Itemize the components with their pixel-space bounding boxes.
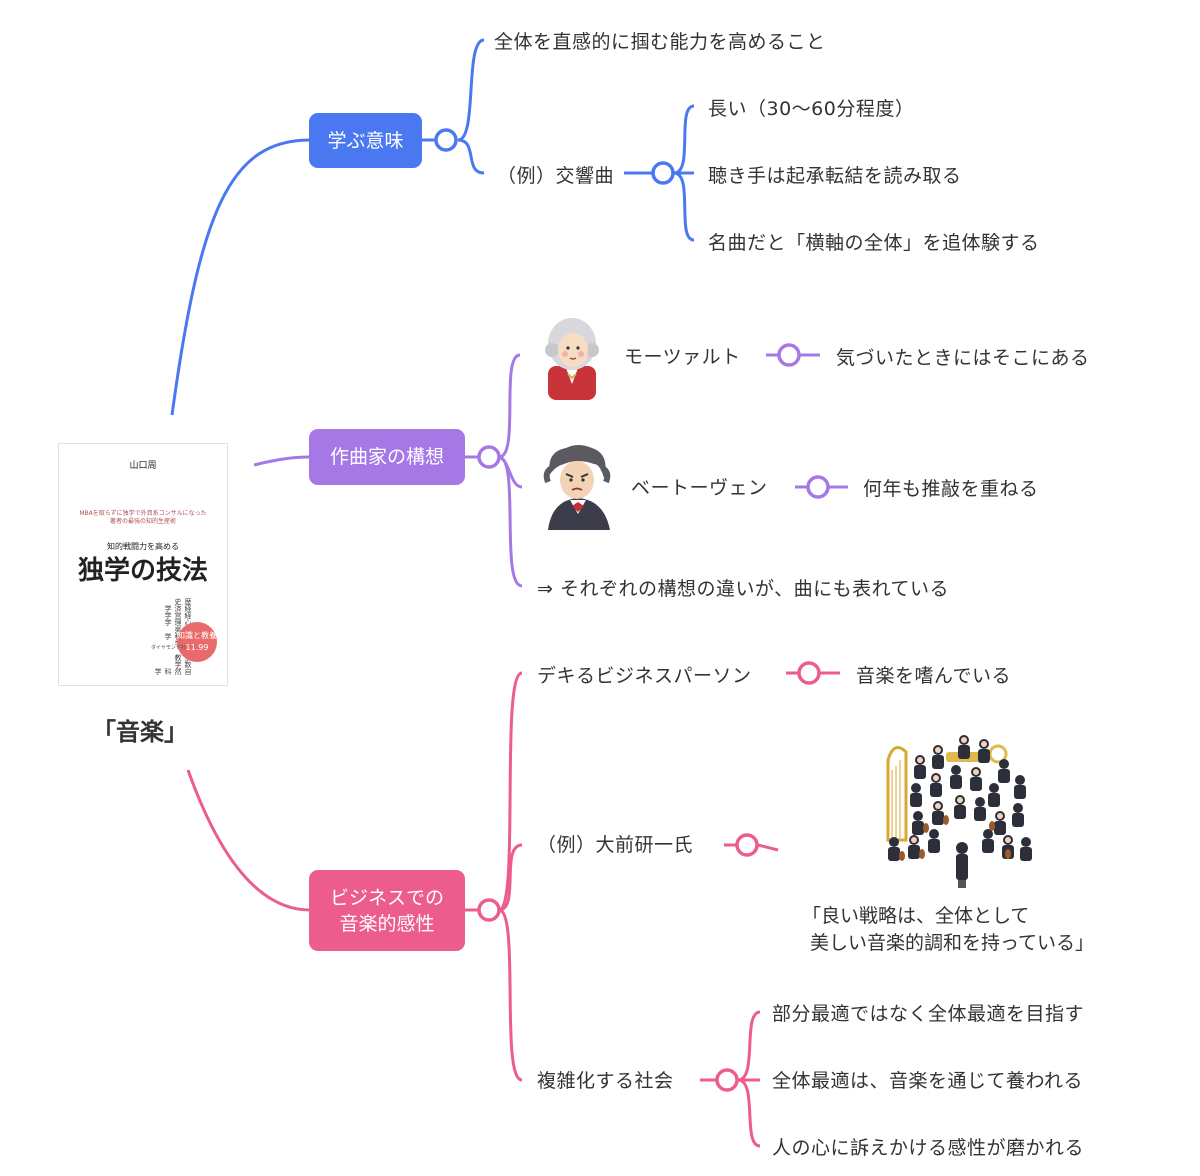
book-subjects: 歴史 経済学 経営学 心理学 音楽 脳科学 文学 詩 宗教 数学 自然科学 xyxy=(154,598,192,675)
beethoven-node[interactable] xyxy=(806,475,830,499)
mozart-node[interactable] xyxy=(777,343,801,367)
learn-node[interactable] xyxy=(434,128,458,152)
book-author: 山口周 xyxy=(129,461,157,471)
learn-connectors xyxy=(170,38,695,416)
mozart-note[interactable]: 気づいたときにはそこにある xyxy=(836,347,1090,369)
book-cover: 山口周 MBAを取らずに独学で外資系コンサルになった著者の最強の知的生産術 知的… xyxy=(58,443,228,686)
orchestra-illustration xyxy=(886,735,1032,888)
complex-sub-3[interactable]: 人の心に訴えかける感性が磨かれる xyxy=(772,1137,1085,1159)
mozart-name[interactable]: モーツァルト xyxy=(624,346,741,368)
grasp-text[interactable]: 全体を直感的に掴む能力を高めること xyxy=(494,31,826,53)
complex-society[interactable]: 複雑化する社会 xyxy=(537,1070,674,1092)
ohmae-example[interactable]: （例）大前研一氏 xyxy=(537,834,694,856)
ohmae-quote-line2[interactable]: 美しい音楽的調和を持っている」 xyxy=(810,932,1095,954)
mozart-illustration xyxy=(545,318,599,400)
symphony-long[interactable]: 長い（30〜60分程度） xyxy=(708,98,915,120)
capable-note[interactable]: 音楽を嗜んでいる xyxy=(856,665,1012,687)
ohmae-node[interactable] xyxy=(735,833,759,857)
business-topic-line2: 音楽的感性 xyxy=(339,912,435,935)
beethoven-note[interactable]: 何年も推敲を重ねる xyxy=(863,478,1039,500)
ohmae-quote-line1[interactable]: 「良い戦略は、全体として xyxy=(802,905,1030,927)
business-topic[interactable]: ビジネスでの 音楽的感性 xyxy=(309,870,465,951)
book-tagline: MBAを取らずに独学で外資系コンサルになった著者の最強の知的生産術 xyxy=(79,510,207,525)
beethoven-illustration xyxy=(543,445,611,530)
composer-conclusion[interactable]: ⇒ それぞれの構想の違いが、曲にも表れている xyxy=(537,578,950,600)
book-publisher: ダイヤモンド社 xyxy=(151,645,186,651)
composer-topic[interactable]: 作曲家の構想 xyxy=(309,429,465,485)
business-connectors xyxy=(186,671,840,1148)
business-topic-line1: ビジネスでの xyxy=(329,886,444,909)
book-subtitle: 知的戦闘力を高める xyxy=(107,542,179,551)
beethoven-name[interactable]: ベートーヴェン xyxy=(631,477,768,499)
complex-sub-2[interactable]: 全体最適は、音楽を通じて養われる xyxy=(772,1070,1084,1092)
composer-connectors xyxy=(253,353,848,588)
book-title: 独学の技法 xyxy=(77,556,208,586)
complex-node[interactable] xyxy=(715,1068,739,1092)
book-badge: 知識と教養 11.99 xyxy=(177,622,217,662)
symphony-masterpiece[interactable]: 名曲だと「横軸の全体」を追体験する xyxy=(708,232,1040,254)
symphony-listener[interactable]: 聴き手は起承転結を読み取る xyxy=(708,165,962,187)
complex-sub-1[interactable]: 部分最適ではなく全体最適を目指す xyxy=(772,1003,1085,1025)
symphony-example[interactable]: （例）交響曲 xyxy=(497,165,615,187)
example-node[interactable] xyxy=(651,161,675,185)
capable-person[interactable]: デキるビジネスパーソン xyxy=(537,665,752,687)
root-label[interactable]: 「音楽」 xyxy=(92,718,188,746)
business-node[interactable] xyxy=(477,898,501,922)
learn-topic[interactable]: 学ぶ意味 xyxy=(309,113,422,168)
composer-node[interactable] xyxy=(477,445,501,469)
capable-node[interactable] xyxy=(797,661,821,685)
